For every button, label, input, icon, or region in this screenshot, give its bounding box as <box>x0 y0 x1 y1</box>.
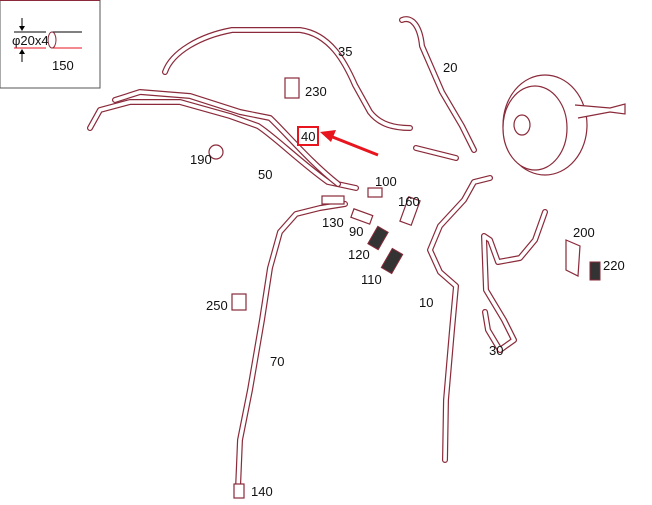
label-30[interactable]: 30 <box>489 343 503 358</box>
hose-35[interactable] <box>162 27 413 131</box>
part-120[interactable] <box>367 225 389 251</box>
part-140[interactable] <box>233 483 245 499</box>
label-220[interactable]: 220 <box>603 258 625 273</box>
label-200[interactable]: 200 <box>573 225 595 240</box>
label-150[interactable]: 150 <box>52 58 74 73</box>
label-140[interactable]: 140 <box>251 484 273 499</box>
part-100[interactable] <box>367 187 383 198</box>
hose-50[interactable] <box>87 89 359 191</box>
label-10[interactable]: 10 <box>419 295 433 310</box>
label-20[interactable]: 20 <box>443 60 457 75</box>
label-100[interactable]: 100 <box>375 174 397 189</box>
label-120[interactable]: 120 <box>348 247 370 262</box>
part-90[interactable] <box>350 208 374 225</box>
label-70[interactable]: 70 <box>270 354 284 369</box>
highlight-40[interactable]: 40 <box>297 126 319 146</box>
hose-70[interactable] <box>235 201 348 491</box>
label-90[interactable]: 90 <box>349 224 363 239</box>
label-40[interactable]: 40 <box>301 129 315 144</box>
part-200-bracket[interactable] <box>565 239 581 277</box>
label-160[interactable]: 160 <box>398 194 420 209</box>
label-110[interactable]: 110 <box>361 272 382 287</box>
label-50[interactable]: 50 <box>258 167 272 182</box>
part-250-clip[interactable] <box>231 293 247 311</box>
hose-10[interactable] <box>427 175 493 463</box>
part-190-clip[interactable] <box>208 144 224 160</box>
label-35[interactable]: 35 <box>338 44 352 59</box>
part-130[interactable] <box>321 195 345 205</box>
label-250[interactable]: 250 <box>206 298 228 313</box>
inset-box: φ20x4 150 <box>0 0 101 89</box>
label-190[interactable]: 190 <box>190 152 212 167</box>
hose-20[interactable] <box>399 16 477 161</box>
inset-dimension: φ20x4 <box>12 33 49 48</box>
label-130[interactable]: 130 <box>322 215 344 230</box>
hose-30[interactable] <box>481 209 548 353</box>
part-230-clip[interactable] <box>284 77 300 99</box>
part-110[interactable] <box>380 247 404 275</box>
brake-booster[interactable] <box>502 74 626 176</box>
highlight-arrow <box>320 130 379 157</box>
part-220-bolt[interactable] <box>589 261 601 281</box>
label-230[interactable]: 230 <box>305 84 327 99</box>
part-160[interactable] <box>399 195 421 227</box>
